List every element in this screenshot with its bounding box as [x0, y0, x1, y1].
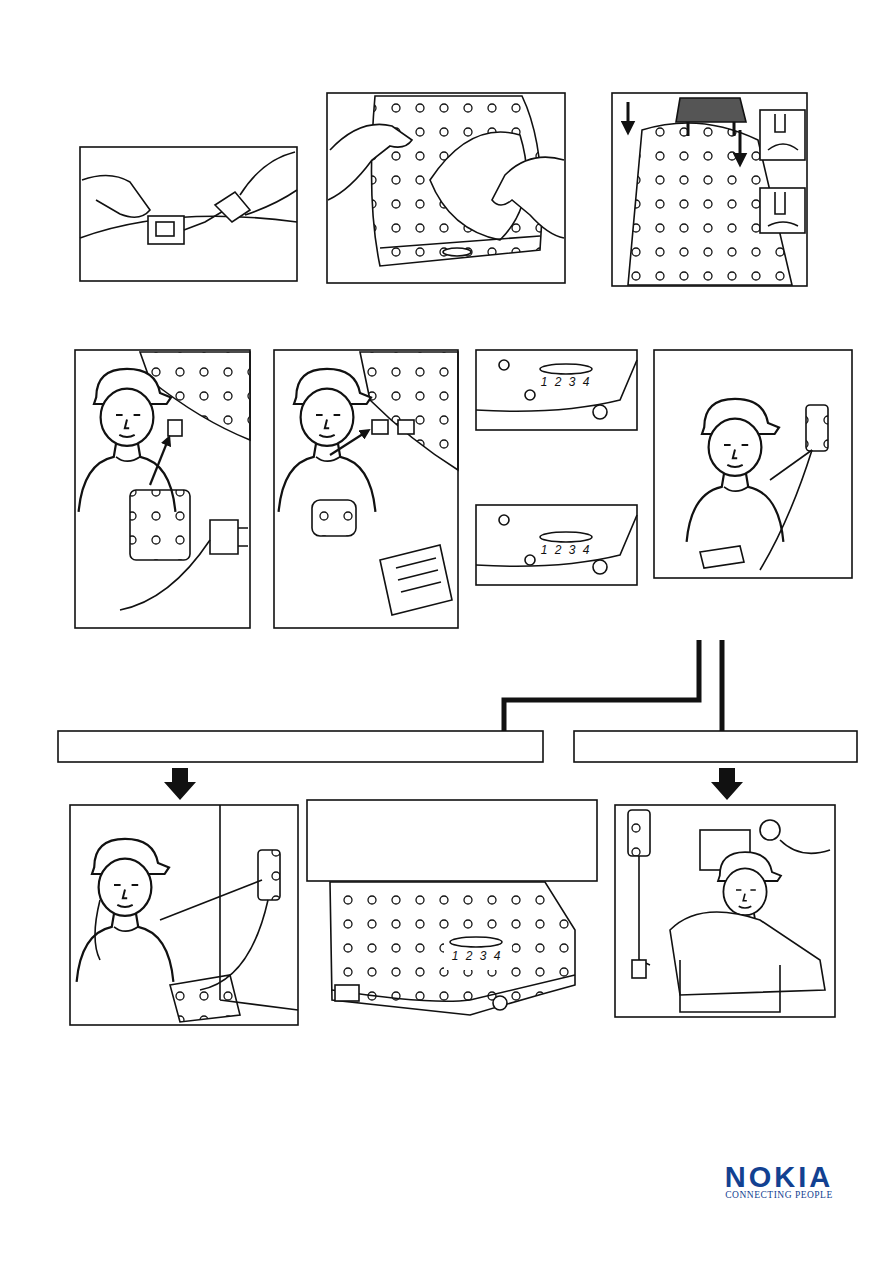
- down-arrows: [164, 768, 743, 800]
- led-number: 1 2 3 4: [452, 950, 503, 962]
- cover-attach-sketch: [628, 98, 805, 285]
- brand-logo: NOKIA: [725, 1163, 833, 1192]
- relax-call-sketch: [628, 810, 830, 1012]
- panel-frames: [70, 93, 852, 1025]
- brand-tagline: CONNECTING PEOPLE: [725, 1191, 832, 1201]
- cable-cutting-sketch: [80, 152, 297, 244]
- phone-connect-sketch: [279, 352, 458, 615]
- led-number: 1 2 3 4: [541, 544, 592, 556]
- unit-opening-sketch: [328, 96, 564, 266]
- flow-lines: [504, 640, 722, 731]
- wall-mount-sketch: [77, 805, 298, 1022]
- led-number: 1 2 3 4: [541, 376, 592, 388]
- signal-test-sketch: [687, 399, 828, 570]
- led-panel-sketch: [476, 360, 637, 574]
- power-connect-sketch: [79, 352, 250, 610]
- led-unit-sketch: [330, 882, 575, 1015]
